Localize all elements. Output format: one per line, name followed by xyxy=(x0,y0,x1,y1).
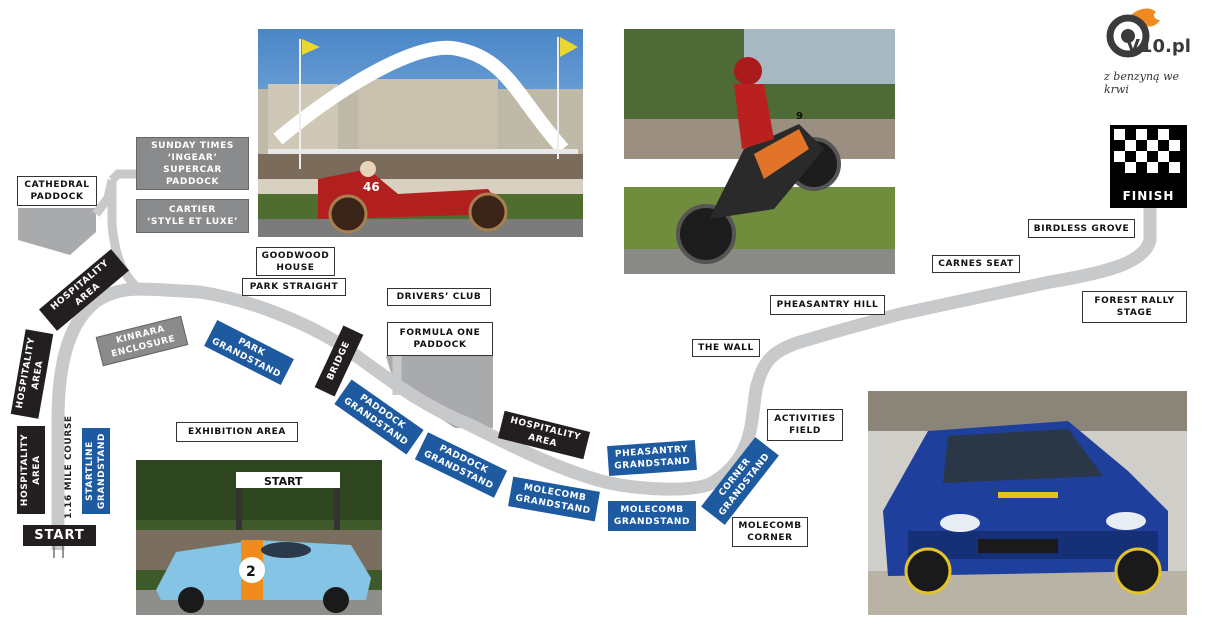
finish-label: FINISH xyxy=(1122,189,1175,203)
gulf-car-number: 2 xyxy=(246,564,256,580)
cathedral-paddock-area xyxy=(18,208,96,255)
f1-paddock-area xyxy=(386,356,493,428)
photo-vintage-car: 46 xyxy=(258,29,583,237)
hill-climb-track xyxy=(51,205,1157,550)
label-carnes-seat: CARNES SEAT xyxy=(932,255,1020,273)
bike-number: 9 xyxy=(796,111,803,122)
label-exhibition-area: EXHIBITION AREA xyxy=(176,422,298,442)
label-pheasantry-hill: PHEASANTRY HILL xyxy=(770,295,885,315)
grandstand-molecomb-2: MOLECOMB GRANDSTAND xyxy=(608,501,696,531)
grandstand-pheasantry: PHEASANTRY GRANDSTAND xyxy=(607,439,697,477)
label-hospitality-area-3: HOSPITALITY AREA xyxy=(17,426,45,514)
photo-gulf-car: START 2 xyxy=(136,460,382,615)
label-park-straight: PARK STRAIGHT xyxy=(242,278,346,296)
label-drivers-club: DRIVERS’ CLUB xyxy=(387,288,491,306)
finish-flag: FINISH xyxy=(1110,125,1187,208)
label-cathedral-paddock: CATHEDRAL PADDOCK xyxy=(17,176,97,206)
grandstand-startline: STARTLINE GRANDSTAND xyxy=(82,428,110,514)
logo-tagline: z benzyną we krwi xyxy=(1104,70,1180,96)
tyre-flame-icon xyxy=(1106,8,1160,58)
label-the-wall: THE WALL xyxy=(692,339,760,357)
label-molecomb-corner: MOLECOMB CORNER xyxy=(732,517,808,547)
photo-rally-car xyxy=(868,391,1187,615)
label-activities-field: ACTIVITIES FIELD xyxy=(767,409,843,441)
spur-supercar xyxy=(108,169,136,184)
label-sunday-times-paddock: SUNDAY TIMES ‘InGear’ SUPERCAR PADDOCK xyxy=(136,137,249,190)
label-formula-one-paddock: FORMULA ONE PADDOCK xyxy=(387,322,493,356)
label-cartier: CARTIER ‘STYLE ET LUXE’ xyxy=(136,199,249,233)
photo-motorbike: 9 xyxy=(624,29,895,274)
car-number: 46 xyxy=(363,180,380,194)
label-forest-rally-stage: FOREST RALLY STAGE xyxy=(1082,291,1187,323)
course-length-label: 1.16 MILE COURSE xyxy=(64,415,74,519)
start-label: START xyxy=(23,525,96,546)
start-banner-text: START xyxy=(264,475,303,488)
v10-logo: V10.pl z benzyną we krwi xyxy=(1100,6,1206,96)
label-birdless-grove: BIRDLESS GROVE xyxy=(1028,219,1135,238)
label-goodwood-house: GOODWOOD HOUSE xyxy=(256,247,335,276)
logo-brand: V10.pl xyxy=(1126,36,1191,57)
